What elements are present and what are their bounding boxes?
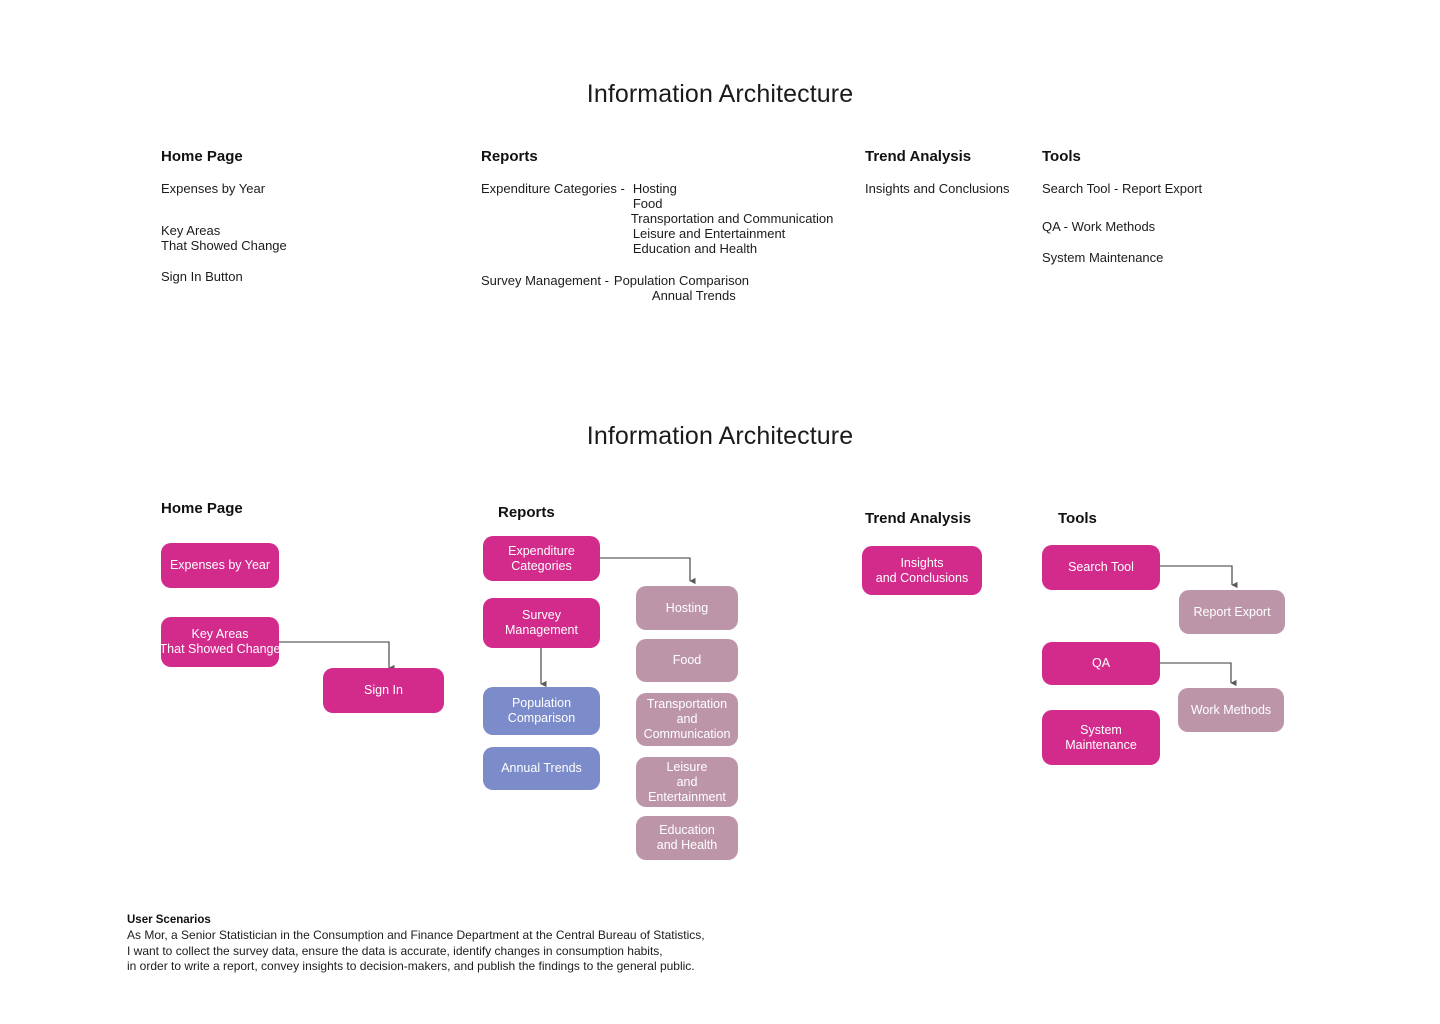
outline-list-survey-management: Population Comparison Annual Trends bbox=[614, 273, 749, 303]
outline-item-transportation-and-communication: Transportation and Communication bbox=[630, 211, 834, 226]
node-label-system-line1: System bbox=[1080, 722, 1122, 737]
node-label-key-areas-line2: That Showed Change bbox=[159, 642, 281, 656]
outline-item-hosting: Hosting bbox=[632, 181, 677, 196]
node-label-insights-line2: and Conclusions bbox=[875, 570, 969, 585]
node-label-leisure: Leisure and Entertainment bbox=[648, 760, 726, 805]
node-qa[interactable]: QA bbox=[1042, 642, 1160, 685]
node-education-and-health[interactable]: Education and Health bbox=[636, 816, 738, 860]
node-expenditure-categories[interactable]: Expenditure Categories bbox=[483, 536, 600, 581]
node-population-comparison[interactable]: Population Comparison bbox=[483, 687, 600, 735]
node-label-transport-line2: and bbox=[676, 712, 698, 726]
outline-item-key-areas: Key Areas bbox=[161, 223, 221, 238]
node-survey-management[interactable]: Survey Management bbox=[483, 598, 600, 648]
node-label-survey-line1: Survey bbox=[522, 608, 561, 622]
node-label-key-areas-line1: Key Areas bbox=[191, 627, 249, 641]
outline-item-qa-work-methods: QA - Work Methods bbox=[1042, 219, 1156, 234]
node-label-system-line2: Maintenance bbox=[1065, 737, 1137, 752]
outline-column-tools: Tools Search Tool - Report Export QA - W… bbox=[1042, 148, 1202, 265]
node-label-expenses-by-year: Expenses by Year bbox=[169, 558, 271, 572]
node-key-areas-that-showed-change[interactable]: Key Areas That Showed Change bbox=[160, 617, 281, 667]
outline-item-that-showed-change: That Showed Change bbox=[161, 238, 287, 253]
page-title-bottom: Information Architecture bbox=[586, 422, 854, 450]
user-scenarios-line-2: I want to collect the survey data, ensur… bbox=[127, 943, 663, 958]
node-label-search-tool: Search Tool bbox=[1068, 560, 1134, 574]
node-label-education-line2: and Health bbox=[656, 838, 718, 852]
node-insights-and-conclusions[interactable]: Insights and Conclusions bbox=[862, 546, 982, 595]
outline-heading-reports: Reports bbox=[481, 148, 538, 165]
node-label-food: Food bbox=[672, 653, 702, 667]
outline-item-population-comparison: Population Comparison bbox=[613, 273, 750, 288]
node-label-work-methods: Work Methods bbox=[1190, 702, 1272, 717]
user-scenarios-title: User Scenarios bbox=[127, 914, 211, 926]
node-label-leisure-line3: Entertainment bbox=[648, 789, 726, 804]
node-label-key-areas: Key Areas That Showed Change bbox=[160, 627, 281, 657]
node-expenses-by-year[interactable]: Expenses by Year bbox=[161, 543, 279, 588]
diagram-heading-reports: Reports bbox=[498, 504, 555, 521]
node-label-qa: QA bbox=[1091, 656, 1111, 670]
node-label-hosting: Hosting bbox=[665, 600, 709, 615]
node-label-population-line1: Population bbox=[511, 696, 572, 710]
node-label-expenditure-line2: Categories bbox=[511, 558, 572, 573]
node-work-methods[interactable]: Work Methods bbox=[1178, 688, 1284, 732]
node-label-leisure-line1: Leisure bbox=[666, 759, 708, 774]
user-scenarios-block: User Scenarios As Mor, a Senior Statisti… bbox=[127, 914, 705, 975]
diagram-heading-home-page: Home Page bbox=[161, 500, 243, 517]
page-title-top: Information Architecture bbox=[586, 80, 854, 108]
node-label-education-line1: Education bbox=[659, 823, 715, 837]
node-sign-in[interactable]: Sign In bbox=[323, 668, 444, 713]
node-report-export[interactable]: Report Export bbox=[1179, 590, 1285, 634]
outline-group-expenditure-categories: Expenditure Categories - Hosting Food Tr… bbox=[481, 181, 833, 256]
outline-item-education-and-health: Education and Health bbox=[632, 241, 758, 256]
node-label-annual-trends: Annual Trends bbox=[501, 761, 582, 775]
outline-item-annual-trends: Annual Trends bbox=[651, 288, 736, 303]
node-label-report-export: Report Export bbox=[1193, 604, 1271, 619]
node-food[interactable]: Food bbox=[636, 639, 738, 682]
node-label-education: Education and Health bbox=[657, 823, 717, 853]
node-transportation-and-communication[interactable]: Transportation and Communication bbox=[636, 693, 738, 746]
outline-item-leisure-and-entertainment: Leisure and Entertainment bbox=[632, 226, 786, 241]
node-label-survey-line2: Management bbox=[505, 623, 578, 637]
outline-heading-trend-analysis: Trend Analysis bbox=[865, 148, 972, 165]
node-label-expenditure-line1: Expenditure bbox=[508, 543, 575, 558]
node-label-system-maintenance: System Maintenance bbox=[1065, 723, 1137, 753]
outline-heading-home-page: Home Page bbox=[161, 148, 243, 165]
node-label-leisure-line2: and bbox=[676, 774, 698, 789]
outline-item-search-tool-report-export: Search Tool - Report Export bbox=[1042, 181, 1203, 196]
outline-item-expenses-by-year: Expenses by Year bbox=[161, 181, 266, 196]
diagram-heading-tools: Tools bbox=[1058, 510, 1097, 527]
node-system-maintenance[interactable]: System Maintenance bbox=[1042, 710, 1160, 765]
node-leisure-and-entertainment[interactable]: Leisure and Entertainment bbox=[636, 757, 738, 807]
outline-item-insights-and-conclusions: Insights and Conclusions bbox=[865, 181, 1010, 196]
outline-group-survey-management: Survey Management - Population Compariso… bbox=[481, 273, 833, 303]
user-scenarios-line-1: As Mor, a Senior Statistician in the Con… bbox=[127, 928, 705, 942]
node-label-transport-line3: Communication bbox=[643, 727, 731, 741]
outline-item-system-maintenance: System Maintenance bbox=[1042, 250, 1164, 265]
user-scenarios-line-3: in order to write a report, convey insig… bbox=[127, 959, 695, 973]
outline-item-sign-in-button: Sign In Button bbox=[161, 269, 243, 284]
node-search-tool[interactable]: Search Tool bbox=[1042, 545, 1160, 590]
node-label-sign-in: Sign In bbox=[364, 683, 403, 697]
node-annual-trends[interactable]: Annual Trends bbox=[483, 747, 600, 790]
outline-heading-tools: Tools bbox=[1042, 148, 1081, 165]
outline-column-trend-analysis: Trend Analysis Insights and Conclusions bbox=[865, 148, 1010, 196]
outline-item-food: Food bbox=[632, 196, 663, 211]
node-label-transportation: Transportation and Communication bbox=[644, 697, 731, 742]
node-hosting[interactable]: Hosting bbox=[636, 586, 738, 630]
outline-label-expenditure-categories: Expenditure Categories - bbox=[481, 181, 625, 196]
outline-list-expenditure-categories: Hosting Food Transportation and Communic… bbox=[630, 181, 834, 256]
node-label-expenditure-categories: Expenditure Categories bbox=[508, 544, 575, 574]
diagram-heading-trend-analysis: Trend Analysis bbox=[865, 510, 972, 527]
outline-label-survey-management: Survey Management - bbox=[481, 273, 609, 288]
outline-column-home-page: Home Page Expenses by Year Key Areas Tha… bbox=[161, 148, 287, 284]
node-label-population-line2: Comparison bbox=[507, 711, 576, 725]
node-label-insights-line1: Insights bbox=[900, 555, 944, 570]
node-label-transport-line1: Transportation bbox=[646, 697, 728, 711]
node-label-survey-management: Survey Management bbox=[505, 608, 578, 638]
node-label-population-comparison: Population Comparison bbox=[508, 696, 575, 726]
node-label-insights: Insights and Conclusions bbox=[876, 556, 968, 586]
outline-column-reports: Reports Expenditure Categories - Hosting… bbox=[481, 148, 833, 303]
